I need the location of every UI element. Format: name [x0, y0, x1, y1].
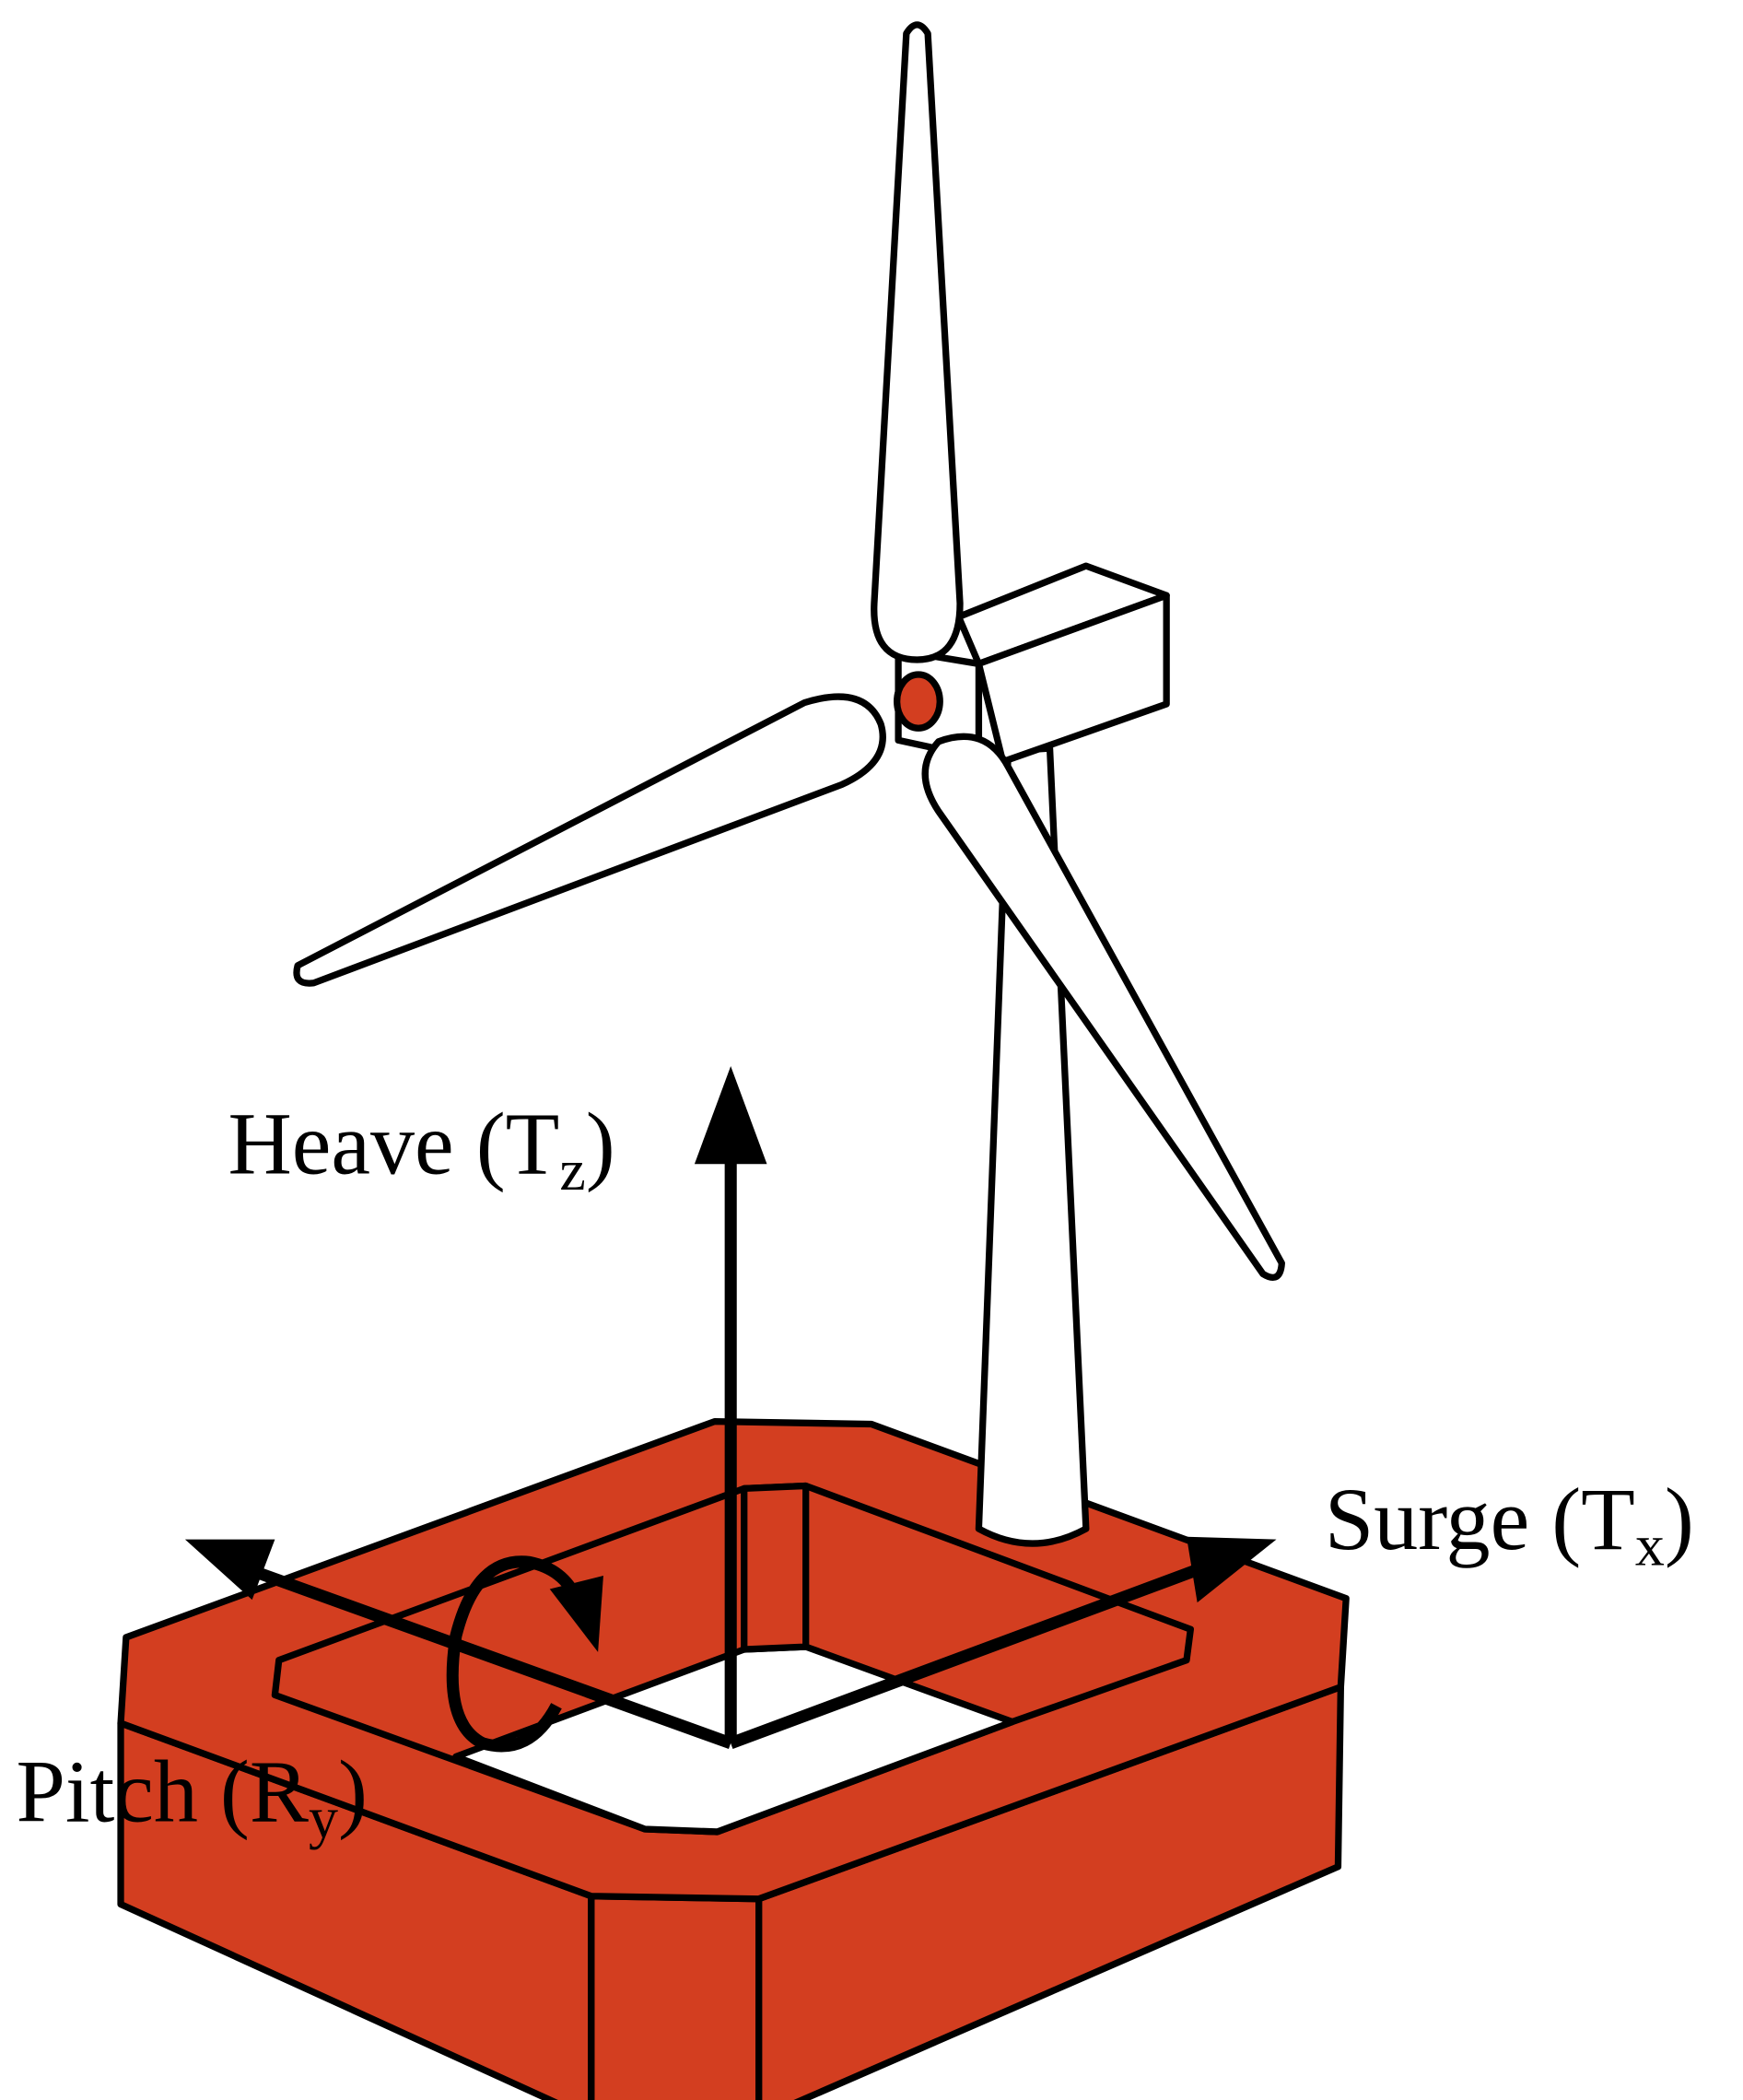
surge-axis — [728, 1560, 1210, 1750]
nacelle-side — [975, 592, 1170, 766]
pitch-rotation-arrow-icon — [446, 1555, 582, 1753]
tower — [975, 745, 1090, 1547]
blade-top — [871, 21, 964, 663]
rotation-arrowhead-icon — [549, 1575, 603, 1652]
surge-label: Surge (Tx) — [1325, 1470, 1694, 1578]
blade-right — [921, 733, 1285, 1281]
pitch-axis-arrowhead-icon — [184, 1539, 275, 1601]
inner-back-wall — [741, 1482, 810, 1653]
surge-arrowhead-icon — [1186, 1536, 1277, 1603]
blade-left — [293, 693, 886, 987]
heave-arrowhead-icon — [694, 1065, 767, 1165]
pitch-label: Pitch (Ry) — [17, 1742, 368, 1849]
platform-front-side — [588, 1893, 763, 2100]
motion-axes — [184, 1065, 1277, 1753]
wind-turbine — [293, 21, 1285, 1547]
hub-icon — [894, 671, 943, 732]
pitch-axis — [252, 1566, 733, 1750]
heave-label: Heave (Tz) — [228, 1094, 614, 1202]
